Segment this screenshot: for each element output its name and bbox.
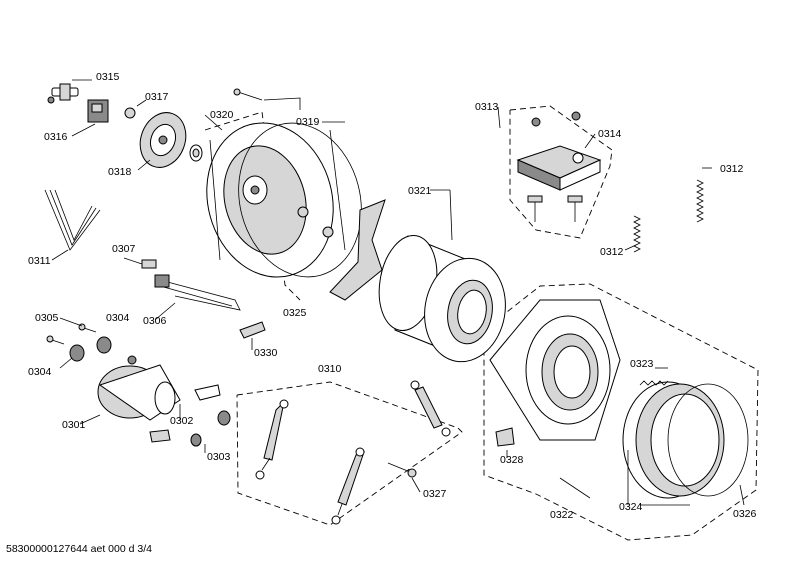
part-0303-brushes — [190, 410, 231, 453]
label-0322: 0322 — [550, 509, 574, 521]
label-0304-bottom: 0304 — [28, 366, 52, 378]
group-outline-0310 — [236, 381, 463, 526]
label-0307: 0307 — [112, 243, 136, 255]
label-0315: 0315 — [96, 71, 120, 83]
part-0316-door-lock — [71, 99, 109, 137]
label-0304-top: 0304 — [106, 312, 130, 324]
label-0320: 0320 — [210, 109, 234, 121]
part-drum-spider — [329, 199, 386, 301]
part-0311-belt — [44, 189, 101, 261]
label-0323: 0323 — [630, 358, 654, 370]
label-0313: 0313 — [475, 101, 499, 113]
label-0302: 0302 — [170, 415, 194, 427]
label-0301: 0301 — [62, 419, 86, 431]
part-0315-bracket — [47, 79, 92, 104]
label-0312-left: 0312 — [600, 246, 624, 258]
leader-lines — [204, 106, 596, 499]
part-0322-front-tub — [489, 299, 621, 441]
label-0325: 0325 — [283, 307, 307, 319]
label-0311: 0311 — [28, 255, 51, 267]
part-0326-clamp-ring — [667, 383, 749, 506]
document-footer: 58300000127644 aet 000 d 3/4 — [6, 543, 152, 555]
label-0312-right: 0312 — [720, 163, 744, 175]
part-0317-screw — [124, 99, 147, 119]
part-0313-screw — [531, 111, 581, 127]
part-0324-door-seal — [622, 381, 725, 506]
part-0312-spring-left — [624, 215, 641, 253]
part-0301-motor — [79, 355, 181, 443]
label-0321: 0321 — [408, 185, 432, 197]
part-0321-drum — [378, 234, 506, 363]
part-0319-tub-rim — [238, 121, 362, 278]
part-0305-screws — [46, 317, 97, 345]
label-0316: 0316 — [44, 131, 68, 143]
part-bearing — [189, 144, 203, 162]
part-0327-bolt — [387, 462, 421, 493]
part-0319-bolt — [233, 88, 301, 110]
part-0306-heater — [154, 274, 241, 321]
part-0328-fitting — [495, 427, 515, 458]
group-outline-0320 — [204, 111, 301, 301]
label-0324: 0324 — [619, 501, 643, 513]
label-0305: 0305 — [35, 312, 59, 324]
part-0302-fittings — [179, 384, 221, 420]
group-outline-0322 — [483, 283, 759, 541]
part-0304-buffers — [59, 336, 112, 369]
label-0317: 0317 — [145, 91, 169, 103]
part-0323-spring — [639, 367, 669, 386]
part-0330-clamp — [239, 321, 266, 350]
group-outline-0313 — [509, 105, 613, 239]
part-0320-rear-tub — [206, 122, 346, 278]
label-0327: 0327 — [423, 488, 447, 500]
label-0303: 0303 — [207, 451, 231, 463]
label-0319: 0319 — [296, 116, 320, 128]
part-0314-counterweight — [516, 145, 602, 222]
label-0328: 0328 — [500, 454, 524, 466]
label-0326: 0326 — [733, 508, 757, 520]
label-0318: 0318 — [108, 166, 132, 178]
label-0310: 0310 — [318, 363, 342, 375]
part-0307-sensor — [123, 257, 157, 269]
part-0312-spring-right — [696, 167, 712, 223]
part-0318-pulley — [137, 112, 187, 171]
label-0306: 0306 — [143, 315, 167, 327]
part-0310-shock-absorbers — [255, 380, 451, 525]
label-0330: 0330 — [254, 347, 278, 359]
label-0314: 0314 — [598, 128, 622, 140]
